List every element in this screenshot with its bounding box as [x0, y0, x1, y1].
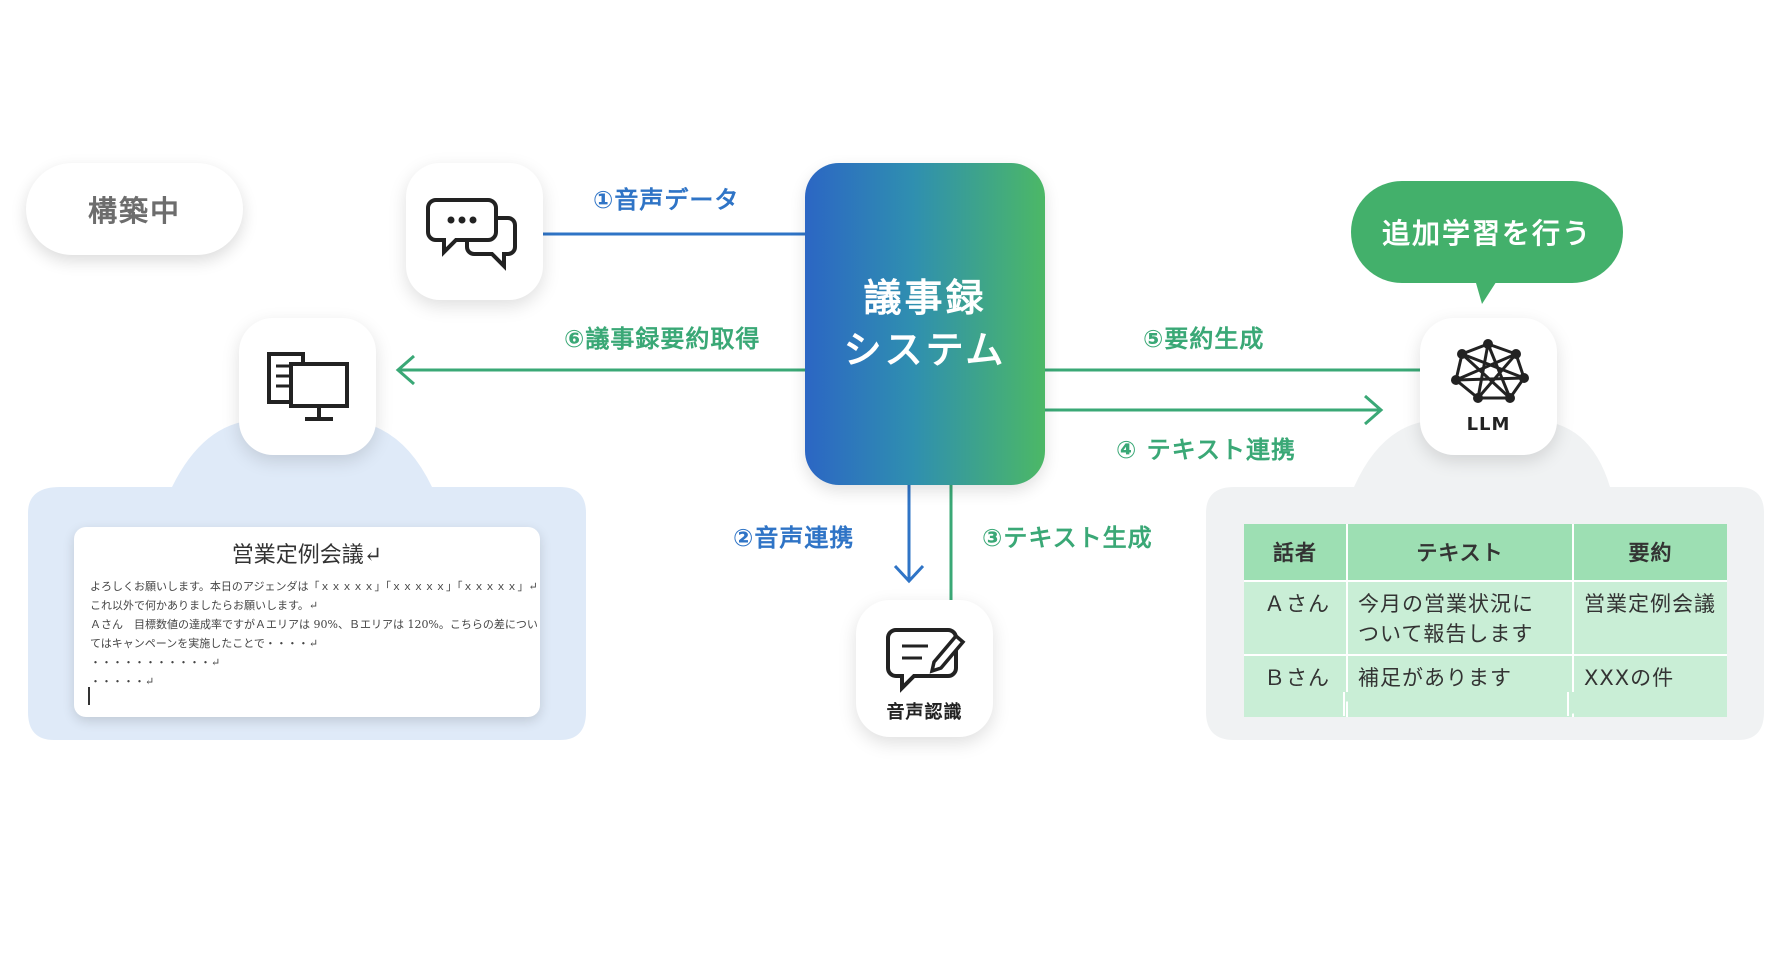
- neural-network-icon: [1451, 339, 1529, 403]
- edge-label-text-link: ④ テキスト連携: [1116, 436, 1296, 464]
- edge-label-summary-gen: ⑤要約生成: [1143, 325, 1265, 353]
- speech-recognition-label: 音声認識: [886, 702, 963, 723]
- table-row: Ａさん 今月の営業状況について報告します 営業定例会議: [1244, 580, 1727, 655]
- table-row: Ｂさん 補足があります XXXの件: [1244, 654, 1727, 717]
- bubble-tail: [1474, 276, 1500, 304]
- table-cell-summary: 営業定例会議: [1573, 580, 1727, 655]
- document-line: Ａさん 目標数値の達成率ですがＡエリアは 90%、Ｂエリアは 120%。こちらの…: [90, 618, 538, 631]
- llm-label: LLM: [1466, 414, 1511, 435]
- additional-learning-bubble: 追加学習を行う: [1351, 181, 1623, 283]
- speech-recognition-card: 音声認識: [856, 600, 993, 737]
- table-cell-text: 今月の営業状況について報告します: [1347, 580, 1574, 655]
- table-cell-text-line: ついて報告します: [1358, 622, 1534, 646]
- edge-text-link-arrow: [1364, 394, 1384, 426]
- edge-label-voice-data: ①音声データ: [593, 186, 740, 214]
- edge-label-summary-get: ⑥議事録要約取得: [564, 325, 761, 353]
- document-line: ・・・・・・・・・・・↵: [90, 656, 221, 669]
- edge-label-text-gen: ③テキスト生成: [982, 524, 1153, 552]
- pc-card: [239, 318, 376, 455]
- table-cell-text: 補足があります: [1347, 654, 1574, 717]
- document-line: よろしくお願いします。本日のアジェンダは「ｘｘｘｘｘ」「ｘｘｘｘｘ」「ｘｘｘｘｘ…: [90, 580, 538, 593]
- table-header-text: テキスト: [1347, 524, 1574, 581]
- table-cell-summary: XXXの件: [1573, 654, 1727, 717]
- text-cursor: [88, 687, 90, 705]
- document-line: ・・・・・↵: [90, 675, 155, 688]
- chat-card: [406, 163, 543, 300]
- table-header-speaker: 話者: [1244, 524, 1348, 581]
- speech-edit-icon: [886, 628, 966, 693]
- status-pill: 構築中: [26, 163, 243, 255]
- edge-label-voice-link: ②音声連携: [733, 524, 855, 552]
- table-header-summary: 要約: [1573, 524, 1727, 581]
- llm-card: LLM: [1420, 318, 1557, 455]
- document-line: てはキャンペーンを実施したことで・・・・↵: [90, 637, 319, 650]
- table-torn-edge: [1244, 692, 1727, 716]
- edge-voice-link-arrow: [893, 564, 925, 584]
- center-title-line2: システム: [843, 328, 1007, 372]
- table-cell-speaker: Ａさん: [1244, 580, 1348, 655]
- center-title-line1: 議事録: [863, 276, 987, 320]
- computer-document-icon: [267, 352, 349, 421]
- edge-summary-get-arrow: [395, 354, 415, 386]
- minutes-system-box: 議事録 システム: [805, 163, 1045, 485]
- document-line: これ以外で何かありましたらお願いします。↵: [90, 599, 319, 612]
- document-title: 営業定例会議↵: [231, 543, 383, 568]
- chat-bubbles-icon: [426, 198, 517, 271]
- transcript-table: 話者 テキスト 要約 Ａさん 今月の営業状況について報告します 営業定例会議 Ｂ…: [1244, 524, 1727, 717]
- meeting-document: 営業定例会議↵ よろしくお願いします。本日のアジェンダは「ｘｘｘｘｘ」「ｘｘｘｘ…: [74, 527, 540, 717]
- table-cell-text-line: 今月の営業状況に: [1358, 592, 1534, 616]
